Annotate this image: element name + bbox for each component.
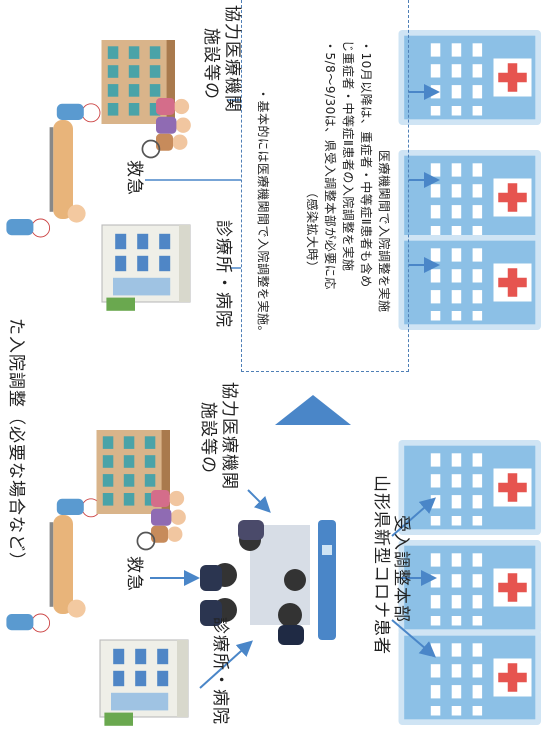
note-box xyxy=(241,0,409,372)
note-basic: ・基本的には医療機関間で入院調整を実施。 xyxy=(256,88,270,339)
note-expanded-line2: じ重症者・中等症Ⅱ患者の入院調整を実施 xyxy=(341,40,355,272)
clinic-label-left: 診療所・病院 xyxy=(210,617,230,725)
note-expanded-line1: ・5/8～9/30は、県受入調整本部が必要に応 xyxy=(323,40,337,290)
hospital-icon-left-2 xyxy=(398,540,541,635)
note-expanded-heading: （感染拡大時） xyxy=(305,186,319,274)
hospital-icon-right-3 xyxy=(398,235,541,330)
facility-label-left-2: 協力医療機関 xyxy=(219,382,239,490)
note-expanded-line4: 医療機関間で入院調整を実施 xyxy=(377,150,391,313)
ambulance-label-left: 救急 xyxy=(124,556,144,592)
note-expanded-line3: ・10月以降は、重症者・中等症Ⅱ患者も含め xyxy=(359,40,373,288)
headquarters-label-1: 山形県新型コロナ患者 xyxy=(371,475,391,655)
flow-triangle xyxy=(275,395,351,425)
ambulance-icon-right xyxy=(5,103,101,238)
headquarters-meeting-icon xyxy=(200,520,336,645)
hospital-icon-right-2 xyxy=(398,150,541,245)
clinic-icon-left xyxy=(99,639,189,727)
facility-label-right-1: 施設等の xyxy=(201,28,221,100)
top-caption: た入院調整（必要な場合など） xyxy=(6,318,26,570)
facility-label-right-2: 協力医療機関 xyxy=(222,5,242,113)
clinic-icon-right xyxy=(101,224,191,312)
ambulance-label-right: 救急 xyxy=(124,160,144,196)
hospital-icon-right-1 xyxy=(398,30,541,126)
hospital-icon-left-1 xyxy=(398,440,541,535)
clinic-label-right: 診療所・病院 xyxy=(213,220,233,328)
facility-label-left-1: 施設等の xyxy=(198,402,218,474)
headquarters-label-2: 受入調整本部 xyxy=(391,515,411,623)
